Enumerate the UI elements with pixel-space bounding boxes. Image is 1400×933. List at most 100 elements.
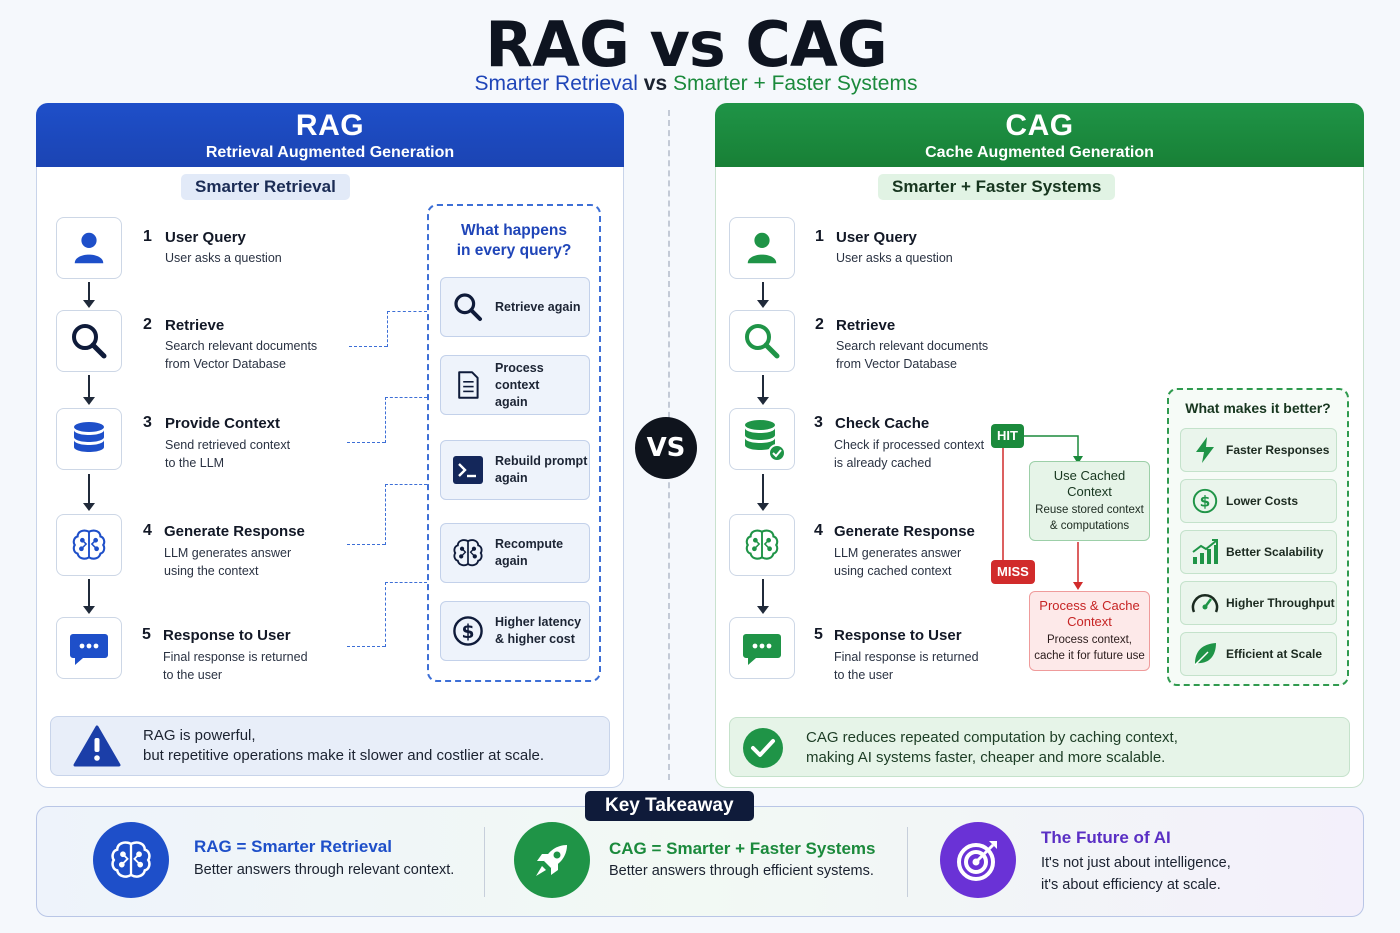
cag-title: CAG (1005, 109, 1074, 142)
cag-benefits-panel: What makes it better? Faster Responses L… (1167, 388, 1349, 686)
dollar-icon (1191, 487, 1219, 515)
rag-subtitle: Retrieval Augmented Generation (205, 144, 455, 161)
rag-step-1-num: 1 (143, 228, 152, 245)
cag-step-3-title: Check Cache (835, 415, 930, 432)
cag-arrow-2 (757, 375, 769, 405)
rag-title: RAG (295, 109, 365, 142)
takeaway-rag-title: RAG = Smarter Retrieval (194, 837, 392, 856)
takeaway-future-title: The Future of AI (1041, 828, 1171, 847)
cag-step-4-num: 4 (814, 522, 823, 539)
rag-step-3-num: 3 (143, 414, 152, 431)
use-cached-desc: Reuse stored context& computations (1035, 504, 1144, 532)
cag-step-5-title: Response to User (834, 627, 962, 644)
rag-connector-3v (385, 397, 386, 443)
rag-connector-2h (387, 311, 427, 312)
benefit-higher-throughput: Higher Throughput (1180, 581, 1337, 625)
rag-step-2-search-icon (56, 310, 122, 372)
rag-step-2-title: Retrieve (165, 317, 225, 334)
leaf-icon (1191, 640, 1219, 668)
rag-connector-4v (385, 484, 386, 545)
cache-flow-lines (1002, 435, 1083, 590)
cag-header: CAG Cache Augmented Generation (715, 103, 1364, 167)
cag-step-1-num: 1 (815, 228, 824, 245)
rag-connector-5h (385, 582, 427, 583)
takeaway-rag-desc: Better answers through relevant context. (194, 862, 455, 878)
cag-step-3-num: 3 (814, 414, 823, 431)
rag-connector-4 (347, 544, 385, 545)
page-subtitle: Smarter Retrieval vs Smarter + Faster Sy… (0, 72, 1392, 96)
cache-hit-tag: HIT (991, 424, 1024, 448)
cag-step-2-search-icon (729, 310, 795, 372)
what-card-label: Higher latency& higher cost (495, 615, 582, 646)
rag-step-4-num: 4 (143, 522, 152, 539)
rag-arrow-3 (83, 474, 95, 511)
check-circle-icon (743, 728, 783, 768)
benefit-label: Faster Responses (1226, 443, 1330, 457)
cag-step-4-title: Generate Response (834, 523, 975, 540)
rag-header: RAG Retrieval Augmented Generation (36, 103, 624, 167)
document-icon (451, 368, 485, 402)
cag-step-5-chat-icon (729, 617, 795, 679)
takeaway-future-desc: It's not just about intelligence,it's ab… (1041, 855, 1231, 893)
growth-chart-icon (1191, 538, 1219, 566)
speedometer-icon (1191, 589, 1219, 617)
cache-miss-tag: MISS (991, 560, 1035, 584)
subtitle-rag: Smarter Retrieval (474, 72, 638, 95)
vs-badge: VS (635, 417, 697, 479)
rag-step-1-desc: User asks a question (165, 251, 282, 265)
cag-step-1-user-icon (729, 217, 795, 279)
takeaway-separator (484, 827, 485, 897)
warning-icon (73, 725, 121, 767)
rag-connector-5v (385, 582, 386, 647)
key-takeaway-label: Key Takeaway (585, 791, 754, 821)
rag-step-1-title: User Query (165, 229, 246, 246)
cag-step-1-desc: User asks a question (836, 251, 953, 265)
cag-subtitle: Cache Augmented Generation (925, 144, 1154, 161)
cag-note-text: CAG reduces repeated computation by cach… (806, 729, 1178, 766)
subtitle-cag: Smarter + Faster Systems (672, 72, 918, 95)
cag-step-2-title: Retrieve (836, 317, 896, 334)
benefit-label: Efficient at Scale (1226, 647, 1323, 661)
rag-connector-2v (387, 311, 388, 347)
rag-step-4-title: Generate Response (164, 523, 305, 540)
cag-step-5-num: 5 (814, 626, 823, 643)
key-takeaway-panel: RAG = Smarter Retrieval Better answers t… (36, 806, 1364, 917)
rag-step-1-user-icon (56, 217, 122, 279)
brain-icon (451, 536, 485, 570)
rag-arrow-1 (83, 282, 95, 308)
rag-step-2-num: 2 (143, 316, 152, 333)
cag-panel: CAG Cache Augmented Generation Smarter +… (715, 103, 1364, 788)
benefit-label: Higher Throughput (1226, 596, 1335, 610)
rag-step-5-num: 5 (142, 626, 151, 643)
takeaway-cag-title: CAG = Smarter + Faster Systems (609, 839, 876, 858)
rag-connector-2 (349, 346, 387, 347)
process-cache-desc: Process context,cache it for future use (1034, 634, 1145, 662)
target-icon (940, 822, 1016, 898)
takeaway-separator (907, 827, 908, 897)
rag-arrow-4 (83, 579, 95, 614)
page-title: RAG vs CAG (485, 8, 887, 81)
cag-benefits-title: What makes it better? (1185, 400, 1331, 416)
rag-step-5-chat-icon (56, 617, 122, 679)
rag-step-3-title: Provide Context (165, 415, 281, 432)
cag-arrow-4 (757, 579, 769, 614)
rag-connector-5 (347, 646, 385, 647)
what-card-retrieve: Retrieve again (440, 277, 590, 337)
rag-connector-3 (347, 442, 385, 443)
rag-panel: RAG Retrieval Augmented Generation Smart… (36, 103, 624, 788)
terminal-icon (451, 453, 485, 487)
benefit-efficient-at-scale: Efficient at Scale (1180, 632, 1337, 676)
benefit-better-scalability: Better Scalability (1180, 530, 1337, 574)
